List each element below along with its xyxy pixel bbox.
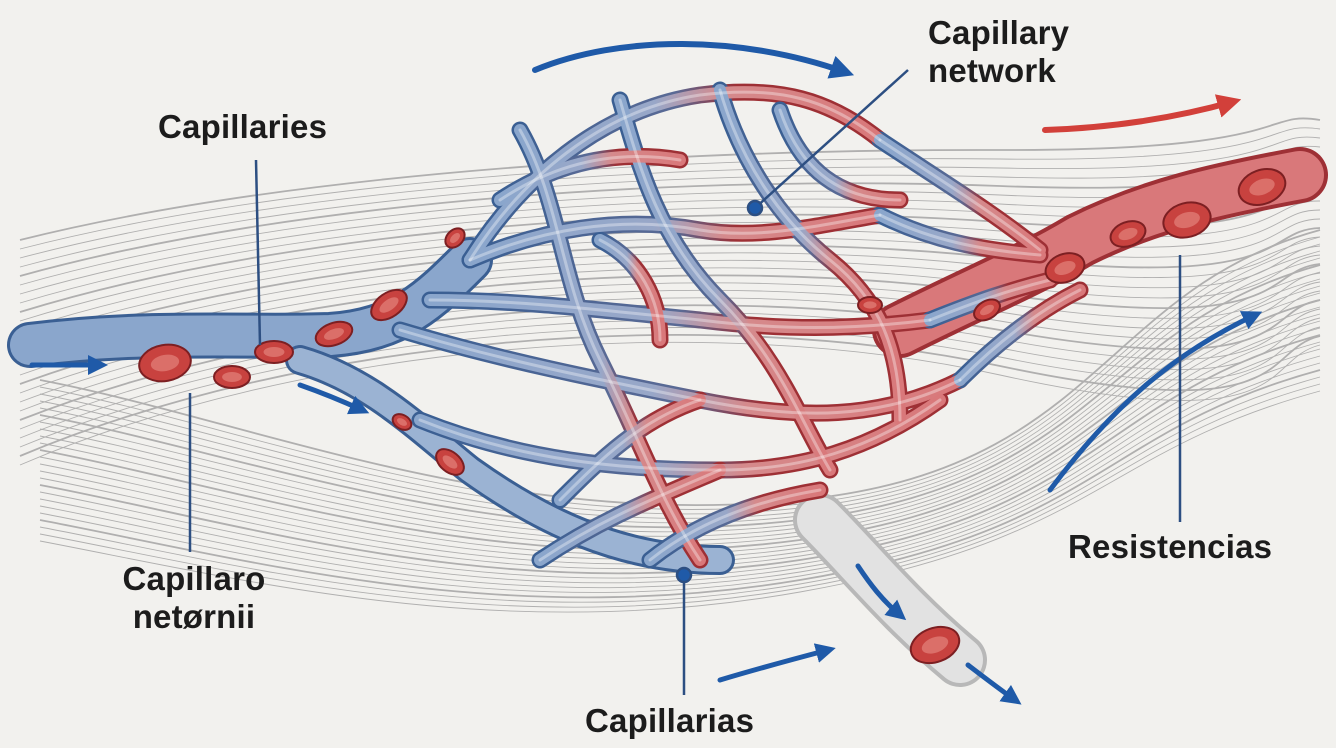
label-capillary-network: Capillary network [928, 14, 1069, 90]
label-capillaro-netornii: Capillaro netørnii [108, 560, 280, 636]
flow-arrow-icon [968, 665, 1015, 700]
flow-arrow-icon [720, 650, 828, 680]
pointer-dot-icon [748, 201, 762, 215]
pointer-dot-icon [677, 568, 691, 582]
label-capillary-network-line2: network [928, 52, 1069, 90]
flow-arrow-icon [535, 44, 845, 72]
label-capillaro-line1: Capillaro [108, 560, 280, 598]
label-capillaries: Capillaries [158, 108, 327, 146]
flow-arrow-icon [1045, 102, 1232, 130]
label-resistencias: Resistencias [1068, 528, 1272, 566]
red-blood-cell-icon [858, 297, 882, 313]
label-capillary-network-line1: Capillary [928, 14, 1069, 52]
red-blood-cell-icon [214, 366, 250, 388]
label-capillaro-line2: netørnii [108, 598, 280, 636]
label-capillarias: Capillarias [585, 702, 754, 740]
